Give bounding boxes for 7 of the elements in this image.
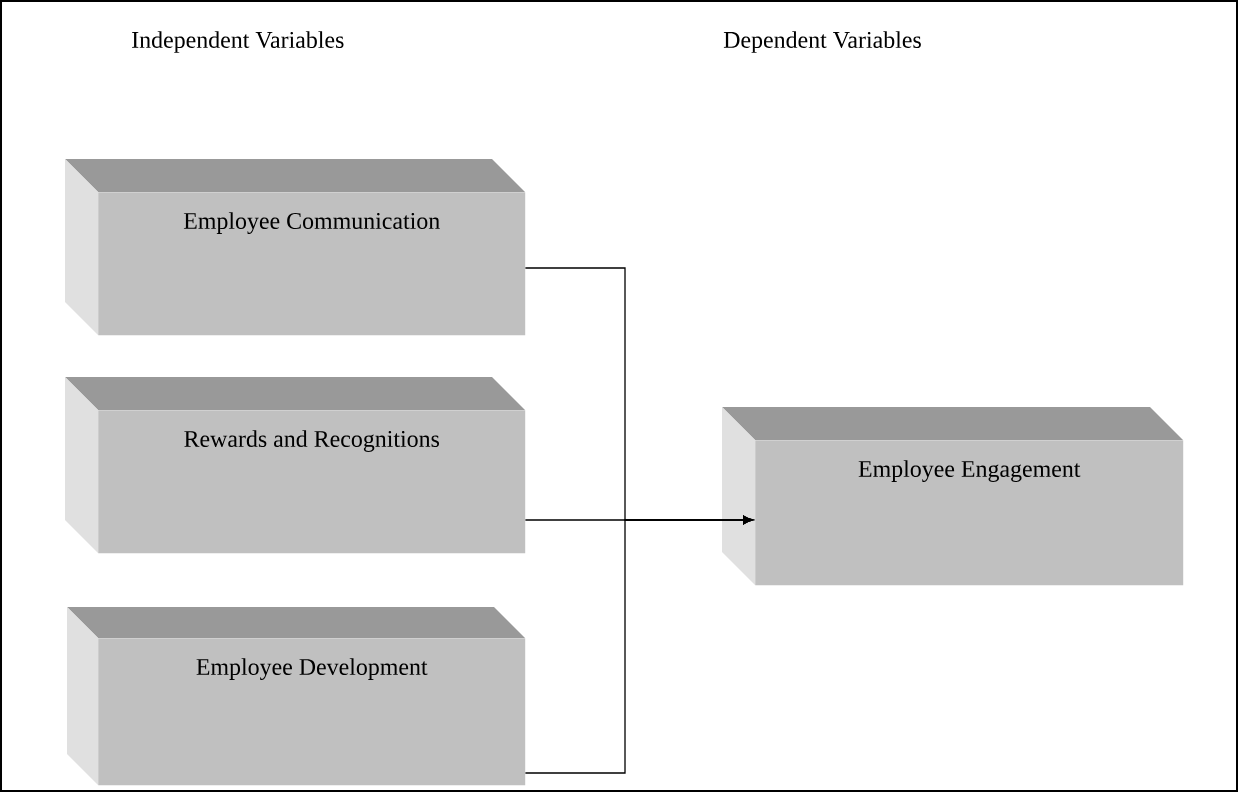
box-3d: Employee Communication — [65, 159, 526, 336]
column-heading: Dependent Variables — [723, 31, 921, 53]
column-heading: Independent Variables — [132, 31, 344, 53]
box-3d: Employee Engagement — [722, 407, 1184, 586]
box-3d: Rewards and Recognitions — [65, 377, 526, 554]
arrow — [524, 515, 754, 774]
box-3d: Employee Development — [67, 607, 526, 786]
